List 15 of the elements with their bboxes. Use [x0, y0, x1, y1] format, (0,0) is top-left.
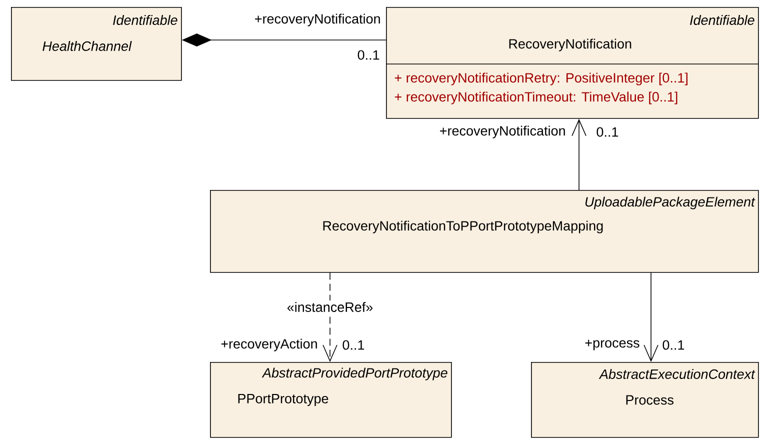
role-label: +recoveryNotification: [255, 14, 380, 26]
class-box: UploadablePackageElement RecoveryNotificationToPPortPrototypeMapping: [210, 190, 759, 273]
role-label: 0..1: [662, 340, 684, 350]
class-box: Identifiable HealthChannel: [11, 7, 182, 81]
role-label: 0..1: [358, 50, 380, 60]
role-label: +process: [585, 340, 640, 350]
edge-label: «instanceRef»: [285, 300, 375, 314]
association-line: [572, 118, 586, 190]
association-line: [322, 272, 338, 362]
class-box: AbstractExecutionContext Process: [531, 362, 759, 438]
association-line: [644, 272, 658, 362]
class-box: Identifiable RecoveryNotification + recoveryNotificationRetry: PositiveInteger [0..1] + recoveryNotificationTimeout: TimeValue [0..1]: [386, 7, 759, 119]
role-label: 0..1: [342, 340, 364, 350]
class-box: AbstractProvidedPortPrototype PPortPrototype: [210, 362, 452, 438]
role-label: +recoveryAction: [221, 338, 317, 352]
